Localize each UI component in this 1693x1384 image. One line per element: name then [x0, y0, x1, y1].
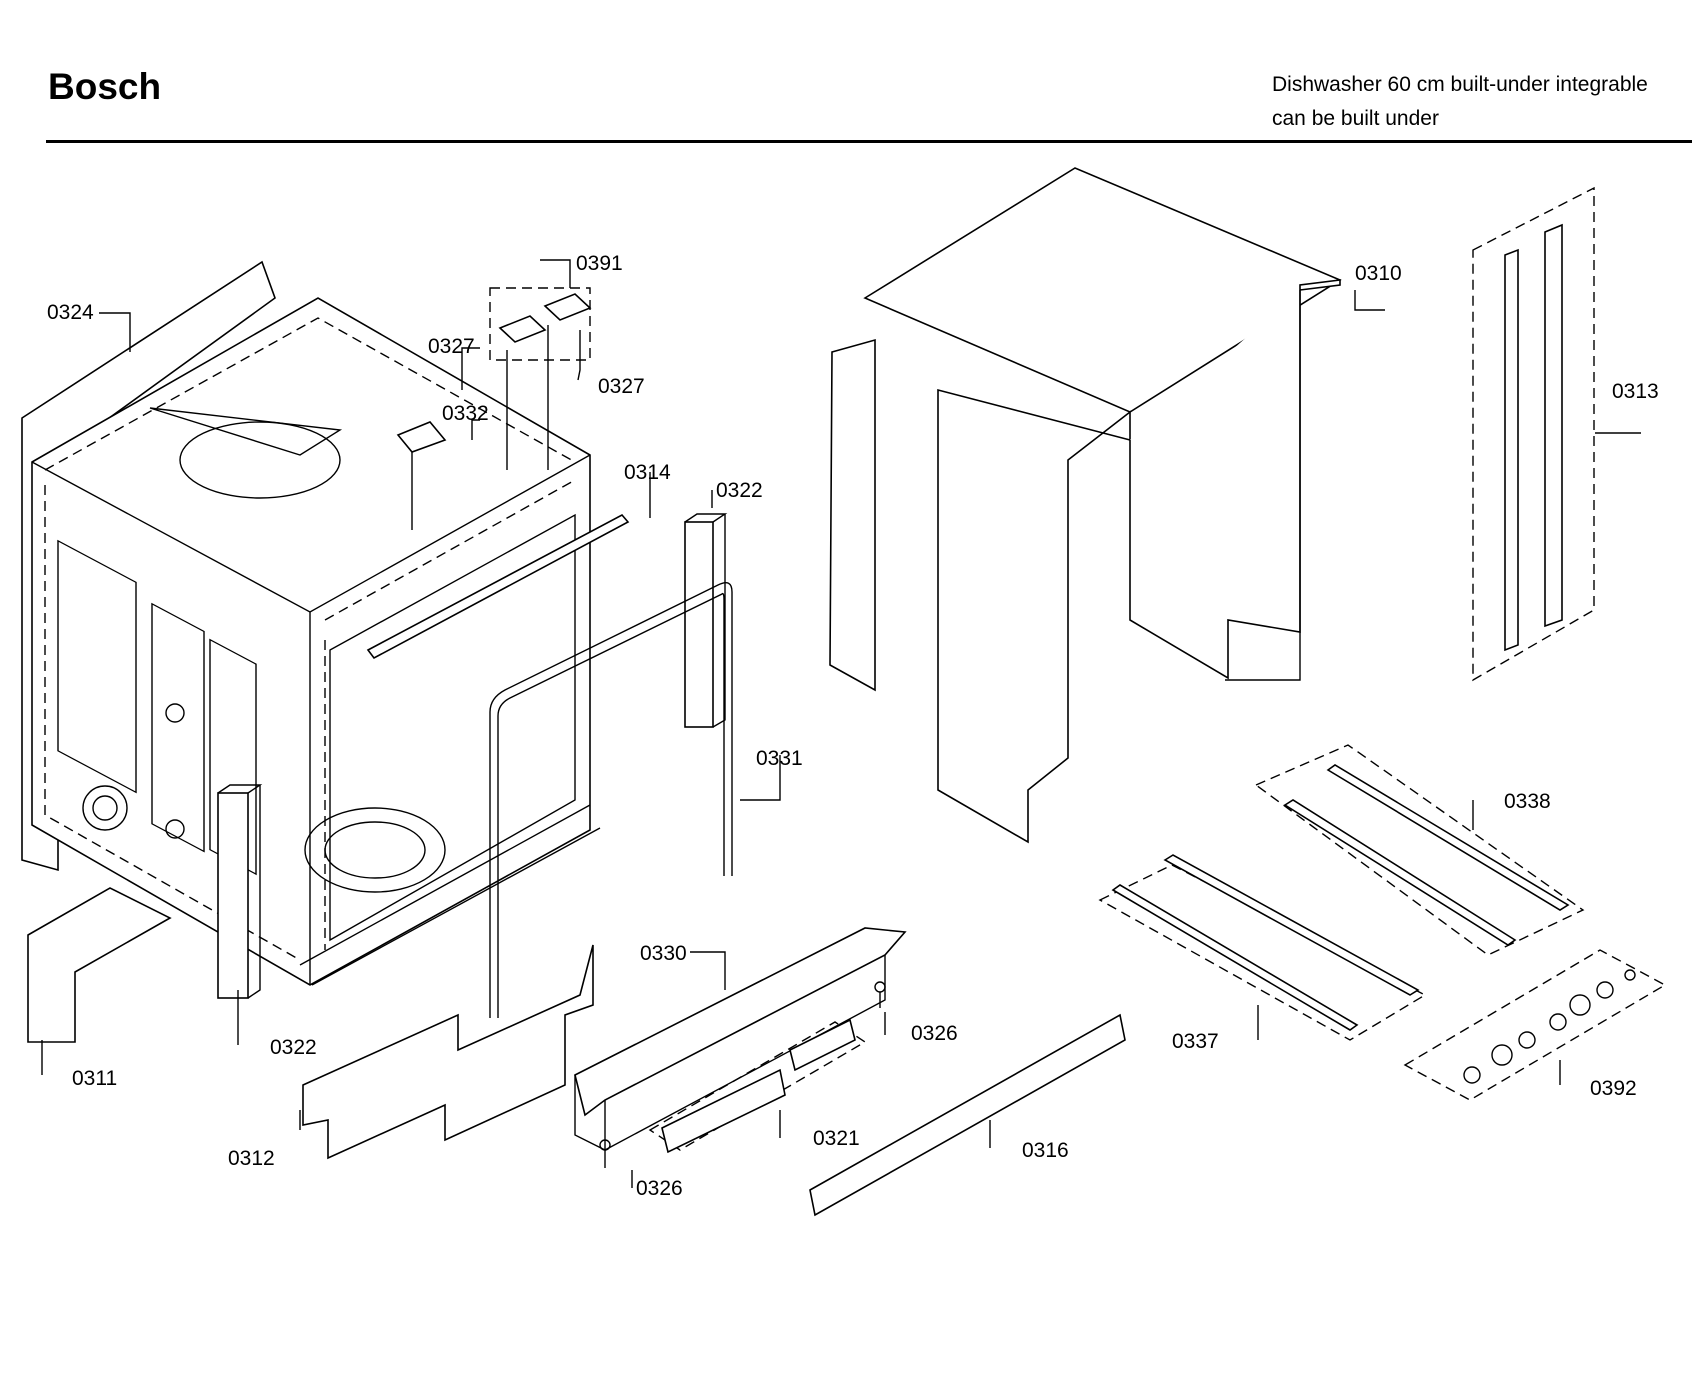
label-0310: 0310: [1355, 262, 1402, 285]
label-0392: 0392: [1590, 1077, 1637, 1100]
part-labels: 0324 0327 0391 0327 0332 0314 0322 0310 …: [47, 252, 1659, 1200]
label-0312: 0312: [228, 1147, 275, 1170]
dishwasher-tub: [31, 297, 601, 986]
part-0312-plinth-insulation: [302, 944, 594, 1160]
part-0310-cabinet-insulation: [829, 167, 1342, 844]
model-description-line-2: can be built under: [1272, 107, 1439, 130]
label-0331: 0331: [756, 747, 803, 770]
label-0326-left: 0326: [636, 1177, 683, 1200]
label-0327-right: 0327: [598, 375, 645, 398]
label-0327-left: 0327: [428, 335, 475, 358]
leader-lines: [41, 259, 1641, 1188]
label-0311: 0311: [72, 1067, 117, 1090]
part-0322-side-strips: [217, 513, 728, 999]
label-0322-left: 0322: [270, 1036, 317, 1059]
label-0337: 0337: [1172, 1030, 1219, 1053]
brand-title: Bosch: [48, 66, 162, 107]
label-0332: 0332: [442, 402, 489, 425]
part-0316-bottom-trim: [809, 1013, 1126, 1217]
part-0331-door-seal: [489, 582, 733, 1018]
label-0330: 0330: [640, 942, 687, 965]
label-0322-right: 0322: [716, 479, 763, 502]
part-0326-screws: [599, 981, 886, 1168]
part-0311-base-insulation: [27, 887, 172, 1043]
part-0391-hinge-kit: [396, 287, 592, 530]
part-0337-rails: [1098, 854, 1427, 1041]
label-0313: 0313: [1612, 380, 1659, 403]
label-0324: 0324: [47, 301, 94, 324]
label-0391: 0391: [576, 252, 623, 275]
label-0316: 0316: [1022, 1139, 1069, 1162]
part-0313-side-rails: [1472, 186, 1595, 682]
label-0314: 0314: [624, 461, 671, 484]
part-0338-rails: [1254, 744, 1585, 956]
label-0338: 0338: [1504, 790, 1551, 813]
label-0321: 0321: [813, 1127, 860, 1150]
part-0314-top-trim: [366, 513, 630, 660]
part-0392-fixings: [1403, 949, 1667, 1101]
model-description: Dishwasher 60 cm built-under integrable …: [1272, 68, 1648, 136]
model-description-line-1: Dishwasher 60 cm built-under integrable: [1272, 73, 1648, 96]
part-0321-foam-pads: [648, 1018, 867, 1154]
part-0330-front-rail: [574, 927, 907, 1152]
header-rule: [46, 140, 1692, 143]
label-0326-right: 0326: [911, 1022, 958, 1045]
